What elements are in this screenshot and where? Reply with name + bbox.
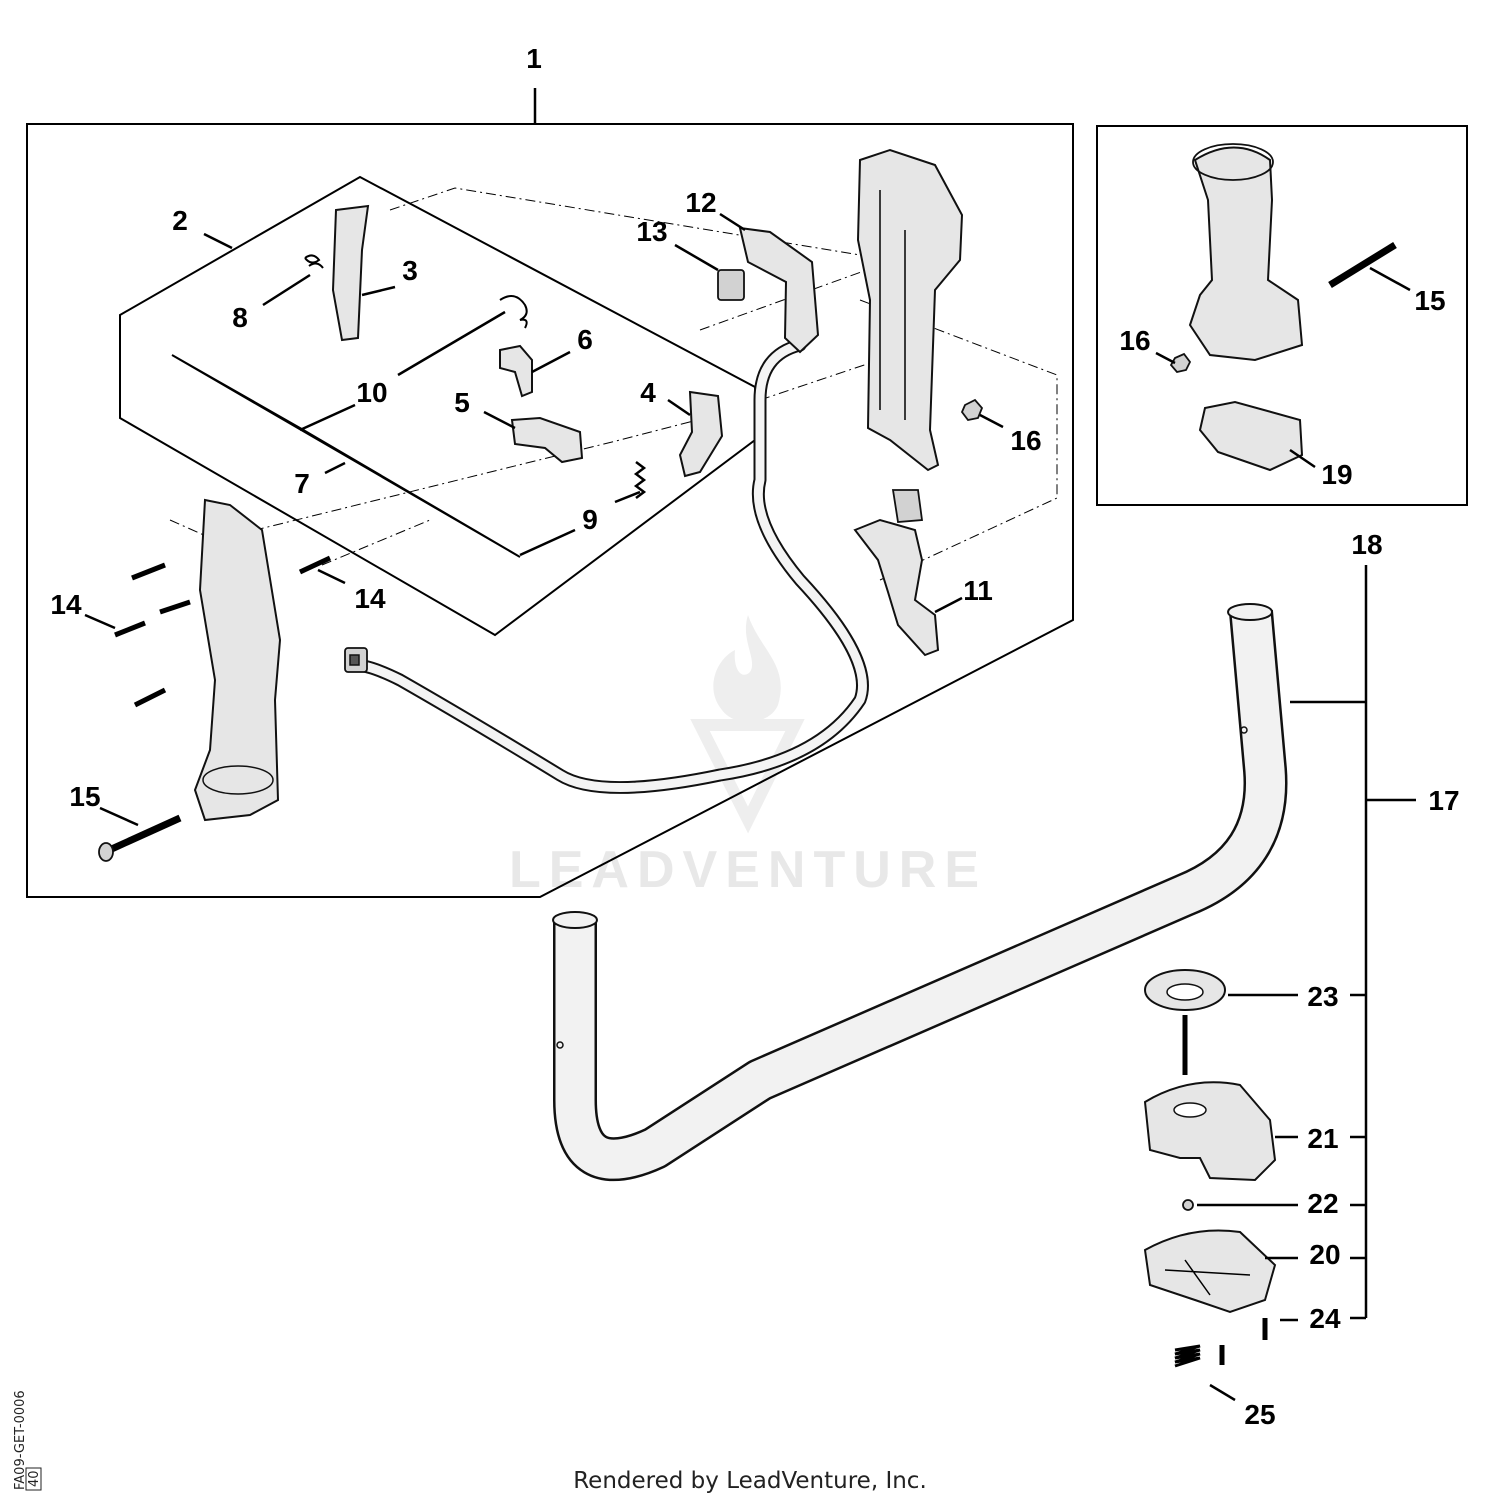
- callout-17: 17: [1428, 785, 1459, 816]
- callout-18: 18: [1351, 529, 1382, 560]
- callout-5: 5: [454, 387, 470, 418]
- callout-25: 25: [1244, 1399, 1275, 1430]
- leader-lines: [84, 88, 1416, 1402]
- part-19-clamp: [1198, 400, 1304, 472]
- handle-housing-right: [856, 148, 964, 472]
- callout-11: 11: [963, 575, 993, 606]
- callout-1: 1: [526, 43, 542, 74]
- callout-16-main: 16: [1010, 425, 1041, 456]
- callout-3: 3: [402, 255, 418, 286]
- part-6-bracket: [499, 344, 533, 398]
- callout-13: 13: [636, 216, 667, 247]
- callout-14-left: 14: [50, 589, 82, 620]
- callout-14-right: 14: [354, 583, 386, 614]
- handlebar-tube: [552, 603, 1288, 1182]
- figure-code-text: FA09-GET-0006: [13, 1390, 28, 1490]
- callout-10: 10: [356, 377, 387, 408]
- assembly-1-outline: [26, 123, 1074, 898]
- callout-19: 19: [1321, 459, 1352, 490]
- part-23-knob: [1144, 969, 1226, 1075]
- callout-2: 2: [172, 205, 188, 236]
- part-21-cover: [1143, 1081, 1277, 1182]
- bolt-15-right: [1328, 242, 1397, 288]
- callout-21: 21: [1307, 1123, 1338, 1154]
- screws-14: [114, 555, 332, 708]
- callout-23: 23: [1307, 981, 1338, 1012]
- grip-handle: [1188, 146, 1304, 362]
- callout-4: 4: [640, 377, 656, 408]
- part-20-base: [1143, 1229, 1277, 1314]
- part-10-spring: [499, 295, 528, 329]
- handle-housing-left: [193, 498, 282, 822]
- cable-harness: [344, 338, 869, 794]
- nut-16-right: [1169, 352, 1192, 373]
- part-5-housing: [510, 416, 584, 464]
- callout-7: 7: [294, 468, 310, 499]
- part-3-lever: [331, 204, 370, 342]
- callout-24: 24: [1309, 1303, 1341, 1334]
- callout-9: 9: [582, 504, 598, 535]
- callout-labels: 1 2 3 4 5 6 7 8 9 10 11 12 13 14 14 15 1…: [50, 43, 1459, 1430]
- part-9-spring: [633, 461, 647, 499]
- callout-20: 20: [1309, 1239, 1340, 1270]
- watermark-text: LEADVENTURE: [509, 841, 987, 899]
- bolt-15-left: [98, 814, 182, 862]
- callout-12: 12: [685, 187, 716, 218]
- nut-16-main: [960, 398, 984, 421]
- watermark-flame-icon: [713, 615, 781, 722]
- part-22-ring: [1182, 1199, 1194, 1211]
- subassembly-7-outline: [171, 354, 521, 558]
- part-13-switch: [717, 269, 745, 301]
- part-25-spring: [1174, 1344, 1225, 1368]
- part-12-switch-cover: [738, 226, 820, 354]
- callout-6: 6: [577, 324, 593, 355]
- figure-code-sub: 40: [27, 1470, 42, 1487]
- callout-22: 22: [1307, 1188, 1338, 1219]
- assembly-18-outline: [1096, 125, 1468, 506]
- callout-15-left: 15: [69, 781, 100, 812]
- footer-credit: Rendered by LeadVenture, Inc.: [573, 1468, 927, 1494]
- figure-code: FA09-GET-0006 40: [13, 1390, 42, 1491]
- part-8-spring: [304, 254, 324, 269]
- callout-8: 8: [232, 302, 248, 333]
- watermark: LEADVENTURE: [509, 615, 987, 899]
- part-11-throttle-trigger: [853, 518, 940, 657]
- callout-16-right: 16: [1119, 325, 1150, 356]
- part-4-trigger: [678, 390, 724, 478]
- callout-15-right: 15: [1414, 285, 1445, 316]
